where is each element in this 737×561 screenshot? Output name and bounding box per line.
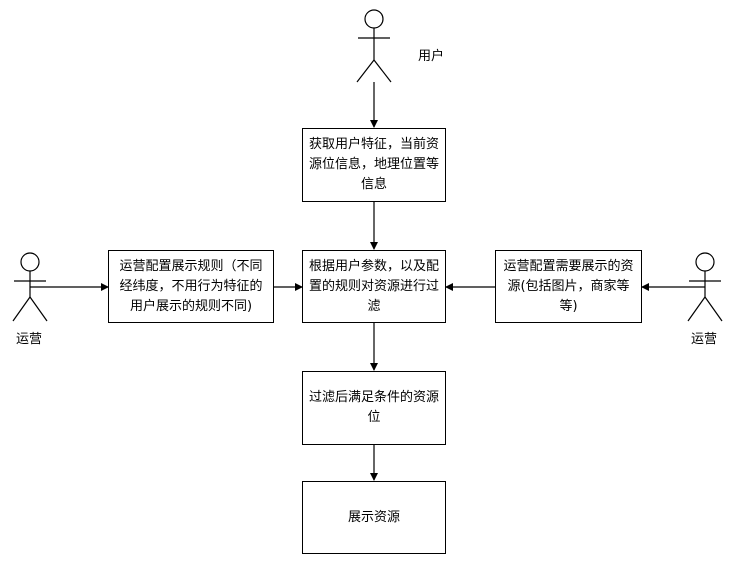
user-actor-label: 用户 xyxy=(418,49,445,64)
rule-config-text: 运营配置展示规则（不同经纬度，不用行为特征的用户展示的规则不同) xyxy=(119,258,263,314)
rule-config-box: 运营配置展示规则（不同经纬度，不用行为特征的用户展示的规则不同) xyxy=(108,250,274,323)
operator-right-actor-figure xyxy=(687,252,723,322)
filtered-result-text: 过滤后满足条件的资源位 xyxy=(308,390,439,425)
fetch-user-info-box: 获取用户特征，当前资源位信息，地理位置等信息 xyxy=(302,128,446,202)
operator-left-actor-label: 运营 xyxy=(16,332,43,347)
display-resource-box: 展示资源 xyxy=(302,481,446,554)
user-actor-figure xyxy=(356,9,392,83)
resource-config-box: 运营配置需要展示的资源(包括图片，商家等等) xyxy=(495,250,642,323)
filtered-result-box: 过滤后满足条件的资源位 xyxy=(302,371,446,445)
operator-right-actor-label: 运营 xyxy=(691,332,718,347)
resource-config-text: 运营配置需要展示的资源(包括图片，商家等等) xyxy=(503,258,634,314)
filter-box: 根据用户参数，以及配置的规则对资源进行过滤 xyxy=(302,250,446,323)
operator-left-actor-figure xyxy=(12,252,48,322)
fetch-user-info-text: 获取用户特征，当前资源位信息，地理位置等信息 xyxy=(308,137,439,192)
filter-text: 根据用户参数，以及配置的规则对资源进行过滤 xyxy=(308,258,439,314)
display-resource-text: 展示资源 xyxy=(347,509,400,525)
